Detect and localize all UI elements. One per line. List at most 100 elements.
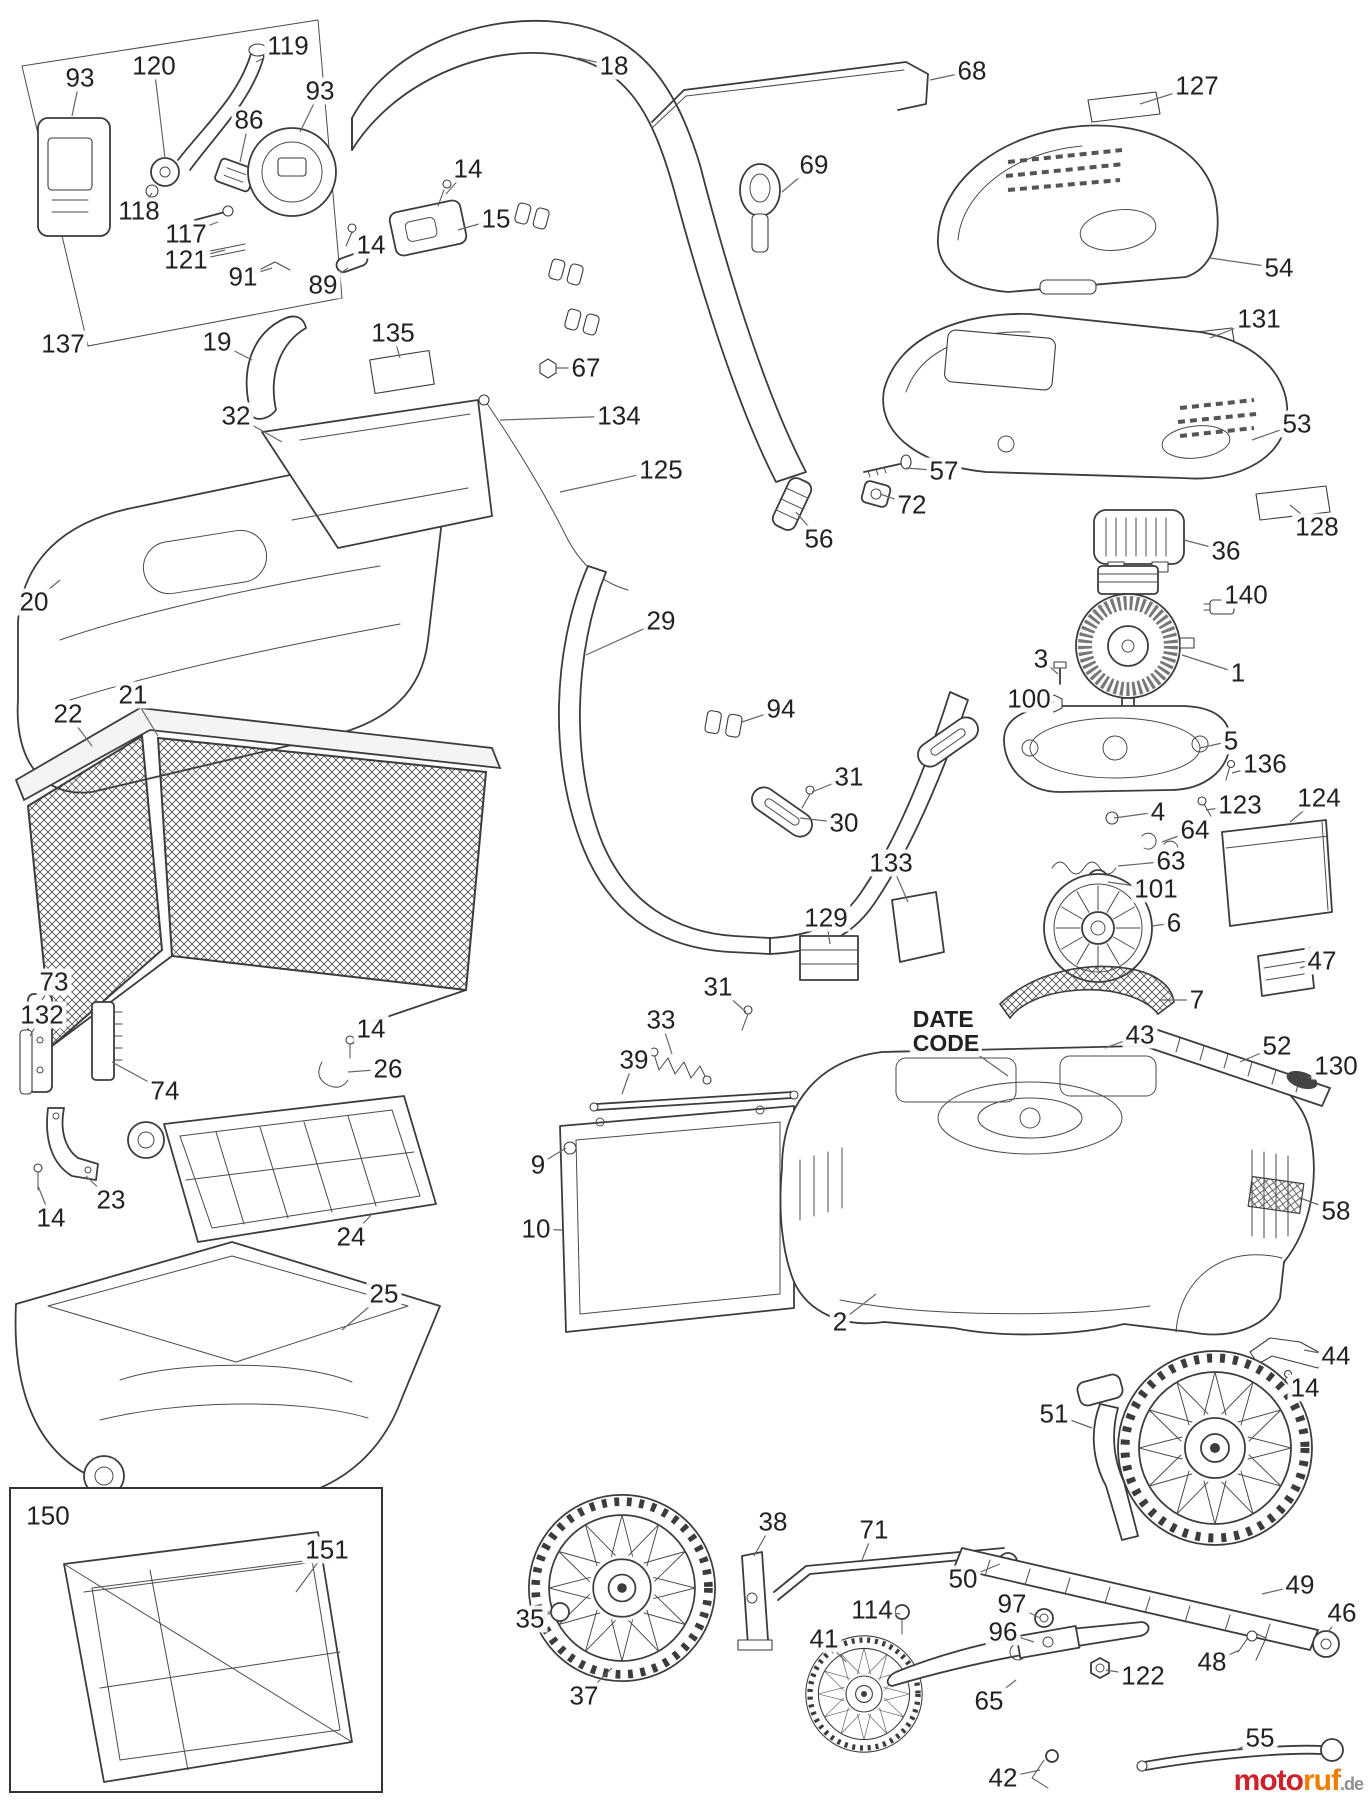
- part-label-32: 32: [218, 402, 254, 430]
- rear-door-parts: [589, 891, 945, 1112]
- part-label-14: 14: [1287, 1374, 1323, 1402]
- blade-assembly: [886, 1604, 1150, 1687]
- part-label-72: 72: [894, 491, 930, 519]
- part-label-18: 18: [596, 52, 632, 80]
- part-label-86: 86: [231, 106, 267, 134]
- part-label-114: 114: [848, 1596, 896, 1624]
- brand-tld: .de: [1339, 1774, 1364, 1794]
- part-label-49: 49: [1282, 1571, 1318, 1599]
- basket-floor-tray: [127, 1095, 437, 1243]
- part-label-22: 22: [50, 700, 86, 728]
- part-label-35: 35: [512, 1605, 548, 1633]
- part-label-91: 91: [225, 263, 261, 291]
- part-label-54: 54: [1261, 254, 1297, 282]
- part-label-93: 93: [62, 64, 98, 92]
- part-label-24: 24: [333, 1223, 369, 1251]
- part-label-5: 5: [1220, 727, 1242, 755]
- part-label-42: 42: [985, 1764, 1021, 1792]
- part-label-50: 50: [945, 1565, 981, 1593]
- part-label-122: 122: [1118, 1662, 1168, 1690]
- cover-handle: [245, 315, 307, 420]
- part-label-10: 10: [518, 1215, 554, 1243]
- cable-guide-bar: [651, 61, 929, 129]
- part-label-117: 117: [162, 220, 210, 248]
- part-label-1: 1: [1227, 659, 1249, 687]
- part-label-97: 97: [994, 1590, 1030, 1618]
- part-label-14: 14: [33, 1204, 69, 1232]
- part-label-123: 123: [1215, 791, 1265, 819]
- accessory-box: [1221, 819, 1333, 927]
- part-label-130: 130: [1311, 1052, 1361, 1080]
- part-label-date-code: DATE CODE: [909, 1007, 983, 1056]
- part-label-38: 38: [755, 1508, 791, 1536]
- part-label-124: 124: [1294, 784, 1344, 812]
- part-label-129: 129: [801, 904, 851, 932]
- part-label-58: 58: [1318, 1197, 1354, 1225]
- part-label-47: 47: [1304, 947, 1340, 975]
- cable-clips: [345, 163, 781, 738]
- switch-assembly-box: [21, 19, 369, 347]
- vent-grille: [1257, 947, 1315, 997]
- part-label-137: 137: [38, 330, 88, 358]
- part-label-73: 73: [36, 968, 72, 996]
- part-label-14: 14: [353, 1015, 389, 1043]
- lower-handle-tube: [558, 565, 979, 1031]
- part-label-21: 21: [115, 681, 151, 709]
- part-label-134: 134: [594, 402, 644, 430]
- part-label-74: 74: [147, 1077, 183, 1105]
- part-label-71: 71: [856, 1516, 892, 1544]
- part-label-93: 93: [302, 77, 338, 105]
- part-label-55: 55: [1242, 1724, 1278, 1752]
- part-label-19: 19: [199, 328, 235, 356]
- rear-rod: [1031, 1738, 1344, 1789]
- part-label-25: 25: [366, 1280, 402, 1308]
- part-label-51: 51: [1036, 1400, 1072, 1428]
- part-label-127: 127: [1172, 72, 1222, 100]
- part-label-96: 96: [985, 1618, 1021, 1646]
- motoruf-logo: motoruf.de: [1234, 1764, 1364, 1798]
- part-label-44: 44: [1318, 1342, 1354, 1370]
- part-label-128: 128: [1292, 513, 1342, 541]
- part-label-7: 7: [1186, 986, 1208, 1014]
- part-label-131: 131: [1234, 305, 1284, 333]
- part-label-68: 68: [954, 57, 990, 85]
- brand-ruf: ruf: [1302, 1764, 1341, 1797]
- part-label-3: 3: [1030, 645, 1052, 673]
- part-label-48: 48: [1194, 1648, 1230, 1676]
- upper-deck-cover: [882, 313, 1289, 480]
- part-label-121: 121: [161, 246, 211, 274]
- part-label-150: 150: [23, 1502, 73, 1530]
- part-label-101: 101: [1131, 875, 1181, 903]
- part-label-4: 4: [1147, 798, 1169, 826]
- part-label-67: 67: [568, 354, 604, 382]
- height-adjust-lever: [1076, 1373, 1139, 1541]
- part-label-29: 29: [643, 607, 679, 635]
- part-label-33: 33: [643, 1006, 679, 1034]
- part-label-136: 136: [1240, 750, 1290, 778]
- part-label-133: 133: [866, 849, 916, 877]
- part-label-151: 151: [302, 1536, 352, 1564]
- part-label-14: 14: [353, 231, 389, 259]
- seal-guard: [998, 965, 1175, 1020]
- part-label-9: 9: [527, 1151, 549, 1179]
- part-label-26: 26: [370, 1055, 406, 1083]
- part-label-46: 46: [1324, 1599, 1360, 1627]
- part-label-37: 37: [566, 1682, 602, 1710]
- part-label-15: 15: [478, 205, 514, 233]
- part-label-56: 56: [801, 525, 837, 553]
- part-label-52: 52: [1259, 1032, 1295, 1060]
- inner-lid-panel: [261, 399, 493, 549]
- part-label-125: 125: [636, 456, 686, 484]
- part-label-140: 140: [1221, 581, 1271, 609]
- motor-mount-plate: [1003, 661, 1236, 825]
- part-label-2: 2: [829, 1308, 851, 1336]
- part-label-69: 69: [796, 151, 832, 179]
- part-label-64: 64: [1177, 816, 1213, 844]
- part-label-31: 31: [831, 763, 867, 791]
- part-label-14: 14: [450, 155, 486, 183]
- part-label-31: 31: [700, 973, 736, 1001]
- rear-flap-panel: [559, 1105, 795, 1333]
- part-label-100: 100: [1004, 685, 1054, 713]
